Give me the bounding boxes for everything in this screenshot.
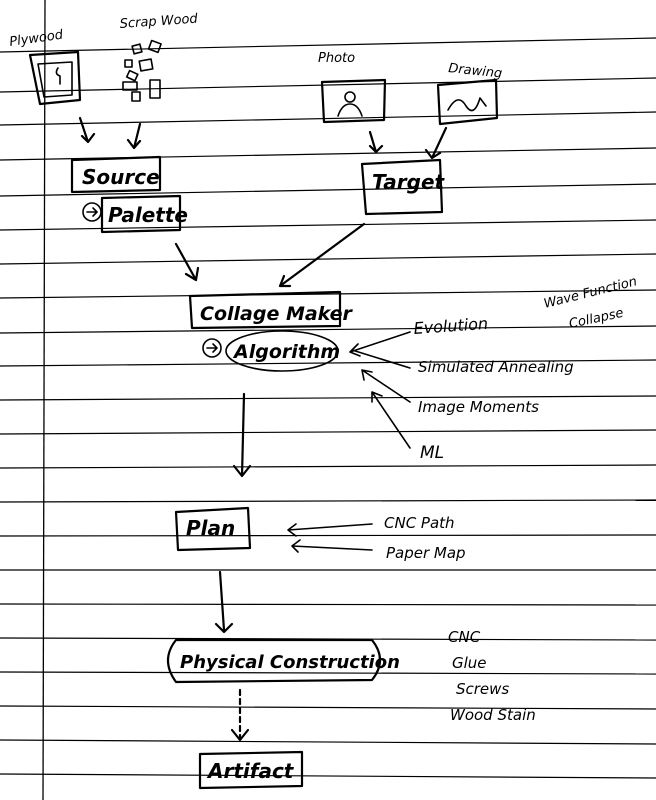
artifact-label: Artifact	[206, 759, 295, 783]
arrow-scrap-to-source	[126, 122, 142, 150]
construction-method-wood-stain: Wood Stain	[450, 706, 536, 724]
palette-label: Palette	[108, 203, 188, 227]
physical-construction-node: Physical Construction	[166, 638, 400, 684]
algorithm-option-image-moments: Image Moments	[418, 398, 539, 416]
arrow-moments-to-algorithm	[361, 369, 411, 403]
drawing-label: Drawing	[448, 61, 503, 82]
scrap-wood-pieces-icon	[122, 39, 162, 102]
arrow-plan-to-construction	[214, 570, 234, 634]
plan-input-cnc-path: CNC Path	[384, 514, 455, 532]
artifact-node: Artifact	[198, 750, 304, 790]
algorithm-node: Algorithm	[202, 330, 340, 372]
arrow-evolution-to-algorithm	[349, 331, 411, 357]
palette-node: Palette	[82, 194, 188, 234]
arrow-cnc-path-to-plan	[287, 523, 373, 537]
construction-method-glue: Glue	[452, 654, 487, 672]
algorithm-label: Algorithm	[232, 341, 340, 363]
photo-label: Photo	[318, 51, 355, 66]
plan-node: Plan	[174, 506, 252, 552]
scrap-wood-label: Scrap Wood	[119, 12, 199, 32]
target-label: Target	[372, 170, 446, 194]
arrow-target-to-collage	[278, 222, 366, 288]
plywood-label: Plywood	[8, 27, 64, 49]
arrow-paper-map-to-plan	[291, 539, 373, 553]
plan-input-paper-map: Paper Map	[386, 544, 466, 562]
margin-line	[42, 0, 46, 800]
algorithm-option-simulated-annealing: Simulated Annealing	[418, 358, 574, 376]
arrow-palette-to-collage	[174, 242, 200, 282]
arrow-annealing-to-algorithm	[351, 349, 411, 369]
target-node: Target	[360, 158, 446, 216]
arrow-ml-to-algorithm	[371, 391, 411, 449]
plywood-sheet-icon	[28, 50, 82, 106]
arrow-circle-icon	[202, 338, 222, 358]
source-node: Source	[70, 155, 162, 194]
physical-construction-label: Physical Construction	[180, 652, 400, 673]
algorithm-option-evolution: Evolution	[413, 314, 489, 338]
collage-maker-node: Collage Maker	[188, 290, 354, 330]
collapse-label: Collapse	[568, 306, 625, 332]
arrow-plywood-to-source	[78, 116, 96, 144]
plan-label: Plan	[186, 516, 235, 540]
algorithm-option-ml: ML	[420, 443, 444, 463]
collage-maker-label: Collage Maker	[200, 303, 354, 325]
wave-function-label: Wave Function	[542, 274, 638, 312]
arrow-photo-to-target	[368, 130, 384, 154]
arrow-construction-to-artifact-head	[230, 728, 250, 742]
photo-icon	[320, 78, 387, 124]
drawing-icon	[436, 78, 499, 126]
arrow-drawing-to-target	[424, 126, 448, 160]
construction-method-cnc: CNC	[448, 628, 481, 646]
construction-method-screws: Screws	[456, 680, 509, 698]
arrow-algorithm-to-plan	[232, 392, 252, 478]
source-label: Source	[82, 165, 160, 189]
